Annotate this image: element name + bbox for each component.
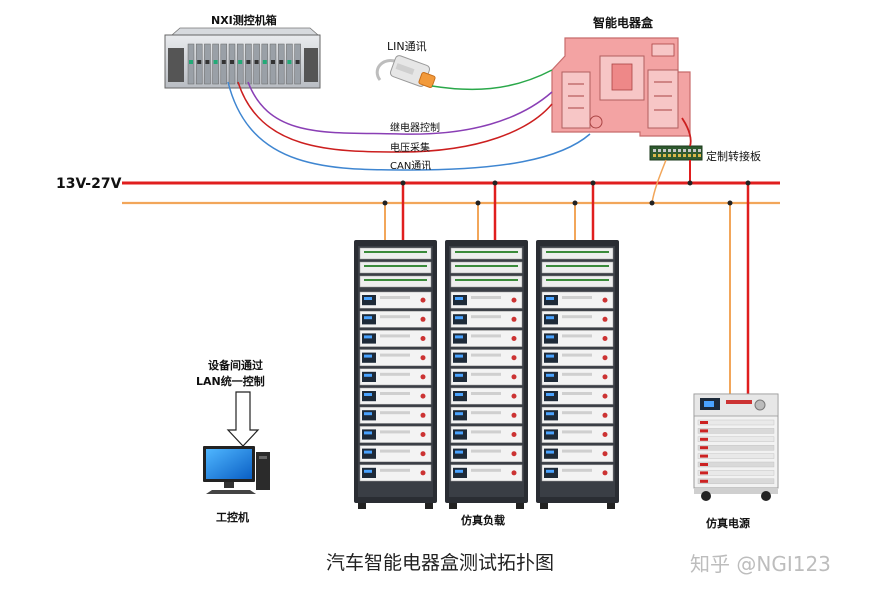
label-sim-load: 仿真负载 bbox=[461, 514, 505, 527]
rack-3 bbox=[536, 240, 619, 509]
label-smart-box: 智能电器盒 bbox=[593, 16, 654, 30]
simulated-power-supply bbox=[693, 393, 779, 501]
watermark: 知乎 @NGI123 bbox=[690, 552, 831, 576]
lin-cable bbox=[431, 69, 553, 91]
figure-caption: 汽车智能电器盒测试拓扑图 bbox=[325, 552, 554, 574]
smart-electrical-box bbox=[551, 37, 691, 137]
rack-drops bbox=[384, 183, 750, 395]
lan-arrow bbox=[226, 391, 260, 447]
label-bus-voltage: 13V-27V bbox=[56, 176, 122, 192]
label-relay-control: 继电器控制 bbox=[390, 123, 440, 134]
label-can: CAN通讯 bbox=[390, 161, 432, 172]
label-lan-line1: 设备间通过 bbox=[208, 359, 263, 372]
nxi-chassis bbox=[164, 27, 321, 89]
label-lin: LIN通讯 bbox=[387, 40, 427, 53]
can-cable bbox=[227, 81, 591, 171]
label-sim-power: 仿真电源 bbox=[706, 517, 750, 530]
rack-1 bbox=[354, 240, 437, 509]
voltage-acquisition-cable bbox=[237, 81, 553, 153]
rack-2 bbox=[445, 240, 528, 509]
label-nxi-chassis: NXI测控机箱 bbox=[211, 14, 277, 27]
relay-control-cable bbox=[247, 81, 553, 135]
label-ipc: 工控机 bbox=[216, 511, 249, 524]
industrial-pc bbox=[203, 446, 270, 494]
label-voltage-acquisition: 电压采集 bbox=[390, 143, 430, 154]
label-adapter-board: 定制转接板 bbox=[706, 150, 761, 163]
box-to-adapter-cable bbox=[681, 117, 692, 147]
lin-adapter bbox=[375, 55, 436, 88]
label-lan-line2: LAN统一控制 bbox=[196, 375, 265, 388]
custom-adapter-board bbox=[649, 145, 703, 161]
simulated-load-racks bbox=[354, 240, 619, 509]
